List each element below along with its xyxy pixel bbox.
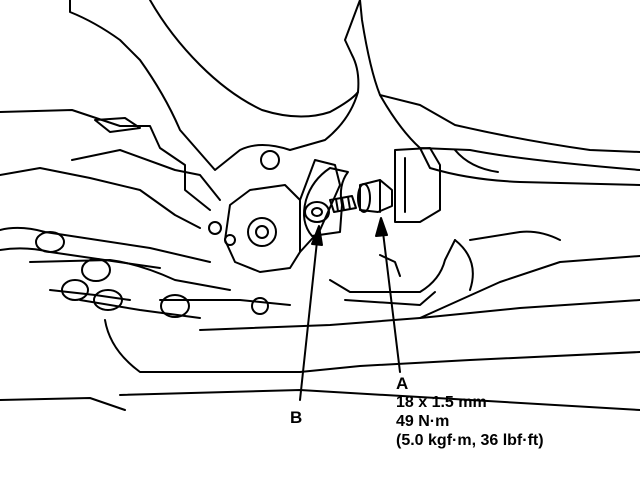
housing-flange-inner [379,94,640,171]
frame-lower-edge [104,319,640,373]
mount-bolt-outer [247,217,277,247]
tube-end-3 [61,279,89,301]
upper-housing [69,0,361,171]
tube-end-5 [160,294,190,318]
rail-5 [159,299,291,306]
bolt-a-thread [335,196,351,212]
bracket-lower [0,167,201,229]
frame-bottom [0,397,126,411]
housing-rim [149,0,359,118]
tube-end-4 [93,289,123,311]
arrow-a-line [381,223,401,373]
rib-upper-right [419,147,640,186]
frame-rib [419,255,640,319]
rib-upper-right-2 [454,149,499,173]
tube-end-1 [35,231,65,253]
label-a: A [396,374,409,393]
bolt-a-shank [329,195,357,213]
arrow-b-line [299,231,319,401]
rail-1 [0,226,211,263]
mount-stud-top [260,150,280,170]
bracket-detail [94,117,141,133]
right-block [394,147,441,223]
mount-body [224,184,301,273]
frame-rib-3 [454,239,474,291]
mount-stud-left-2 [224,234,236,246]
housing-flange [359,0,640,153]
bracket-top [0,109,211,211]
lower-right-bracket [329,239,456,293]
lower-right-notch [379,254,401,277]
curved-bracket [303,167,349,237]
washer-b-hole [311,207,323,217]
bolt-a-flange [357,183,371,213]
frame-lower-edge-2 [119,389,640,411]
small-hole [251,297,269,315]
bracket-plate [71,149,221,201]
lower-right-bracket-2 [344,291,436,306]
arrow-b-head [311,225,323,246]
tube-end-2 [81,258,111,282]
arrow-a-head [375,217,388,237]
spec-torque-nm: 49 N·m [396,413,450,430]
rail-2 [29,259,231,291]
mount-stud-left [208,221,222,235]
spec-size: 18 x 1.5 mm [396,394,487,411]
label-b: B [290,408,303,427]
spec-torque-alt: (5.0 kgf·m, 36 lbf·ft) [396,432,544,449]
washer-b [304,201,330,223]
mount-bolt-inner [255,225,269,239]
frame-rib-2 [469,230,561,241]
callout-a: A 18 x 1.5 mm 49 N·m (5.0 kgf·m, 36 lbf·… [396,374,544,450]
